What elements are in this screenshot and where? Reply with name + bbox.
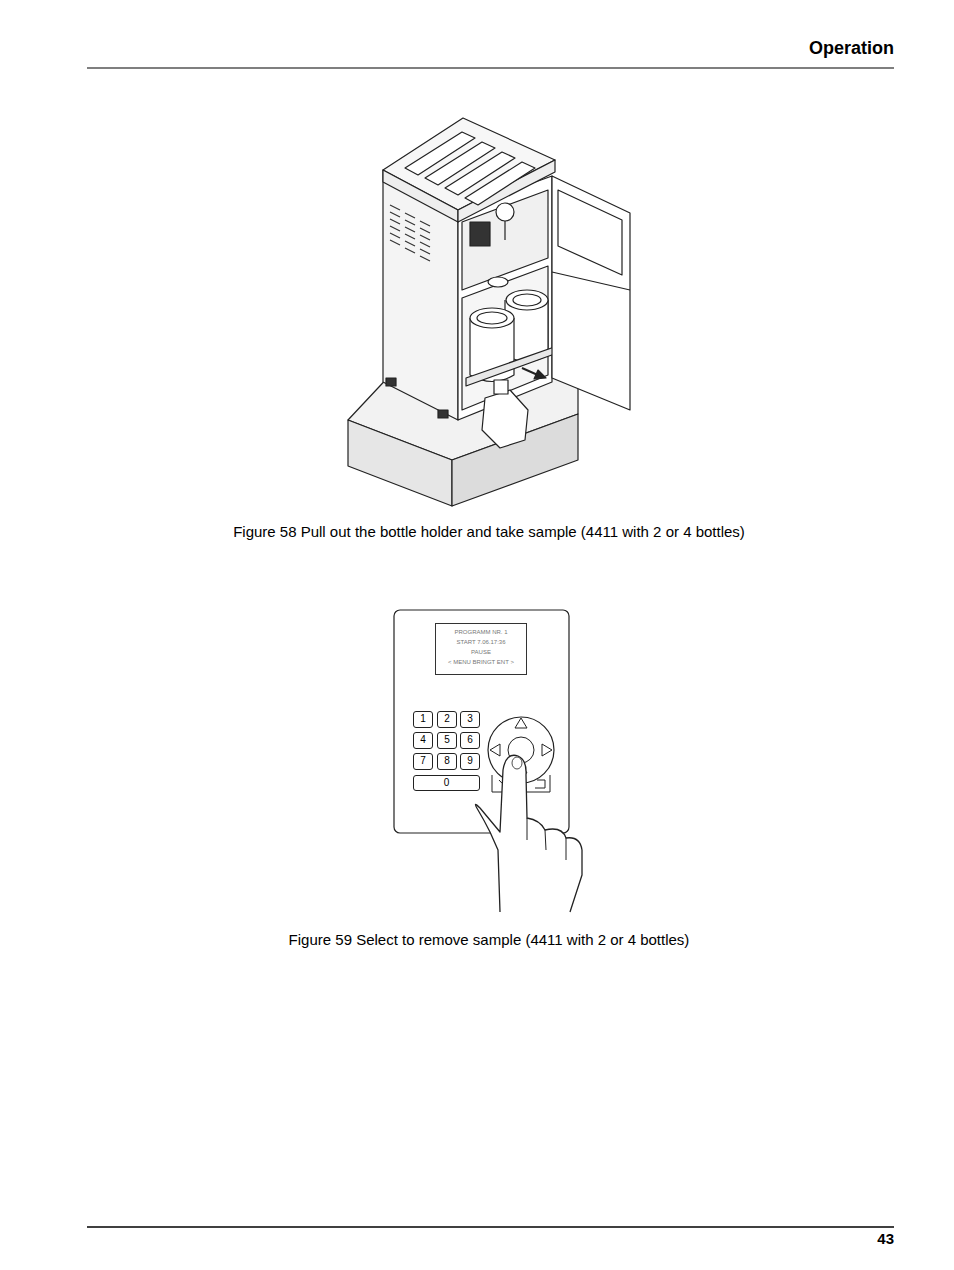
page-header: Operation xyxy=(809,38,894,59)
number-key: 7 xyxy=(413,753,433,770)
display-screen: PROGRAMM NR. 1START 7.06.17:36PAUSE< MEN… xyxy=(435,623,527,675)
figure-caption: Figure 59 Select to remove sample (4411 … xyxy=(289,931,690,948)
key-label: 5 xyxy=(438,733,456,747)
display-line: PAUSE xyxy=(438,647,524,657)
keypad-illustration xyxy=(394,610,582,912)
number-key: 8 xyxy=(437,753,457,770)
key-label: 9 xyxy=(461,754,479,768)
key-label: 2 xyxy=(438,712,456,726)
page-number: 43 xyxy=(877,1230,894,1247)
key-label: 7 xyxy=(414,754,432,768)
number-key: 3 xyxy=(460,711,480,728)
key-label: 3 xyxy=(461,712,479,726)
key-label: 0 xyxy=(414,776,479,790)
key-label: 6 xyxy=(461,733,479,747)
number-key: 5 xyxy=(437,732,457,749)
figure-caption: Figure 58 Pull out the bottle holder and… xyxy=(233,523,745,540)
footer-rule xyxy=(87,1226,894,1228)
display-line: START 7.06.17:36 xyxy=(438,637,524,647)
number-key: 4 xyxy=(413,732,433,749)
number-key: 6 xyxy=(460,732,480,749)
sampler-illustration xyxy=(348,118,630,506)
header-rule xyxy=(87,67,894,68)
number-key: 0 xyxy=(413,775,480,791)
display-line: PROGRAMM NR. 1 xyxy=(438,627,524,637)
number-key: 1 xyxy=(413,711,433,728)
display-line: < MENU BRINGT ENT > xyxy=(438,657,524,667)
number-key: 2 xyxy=(437,711,457,728)
number-key: 9 xyxy=(460,753,480,770)
key-label: 8 xyxy=(438,754,456,768)
key-label: 4 xyxy=(414,733,432,747)
key-label: 1 xyxy=(414,712,432,726)
